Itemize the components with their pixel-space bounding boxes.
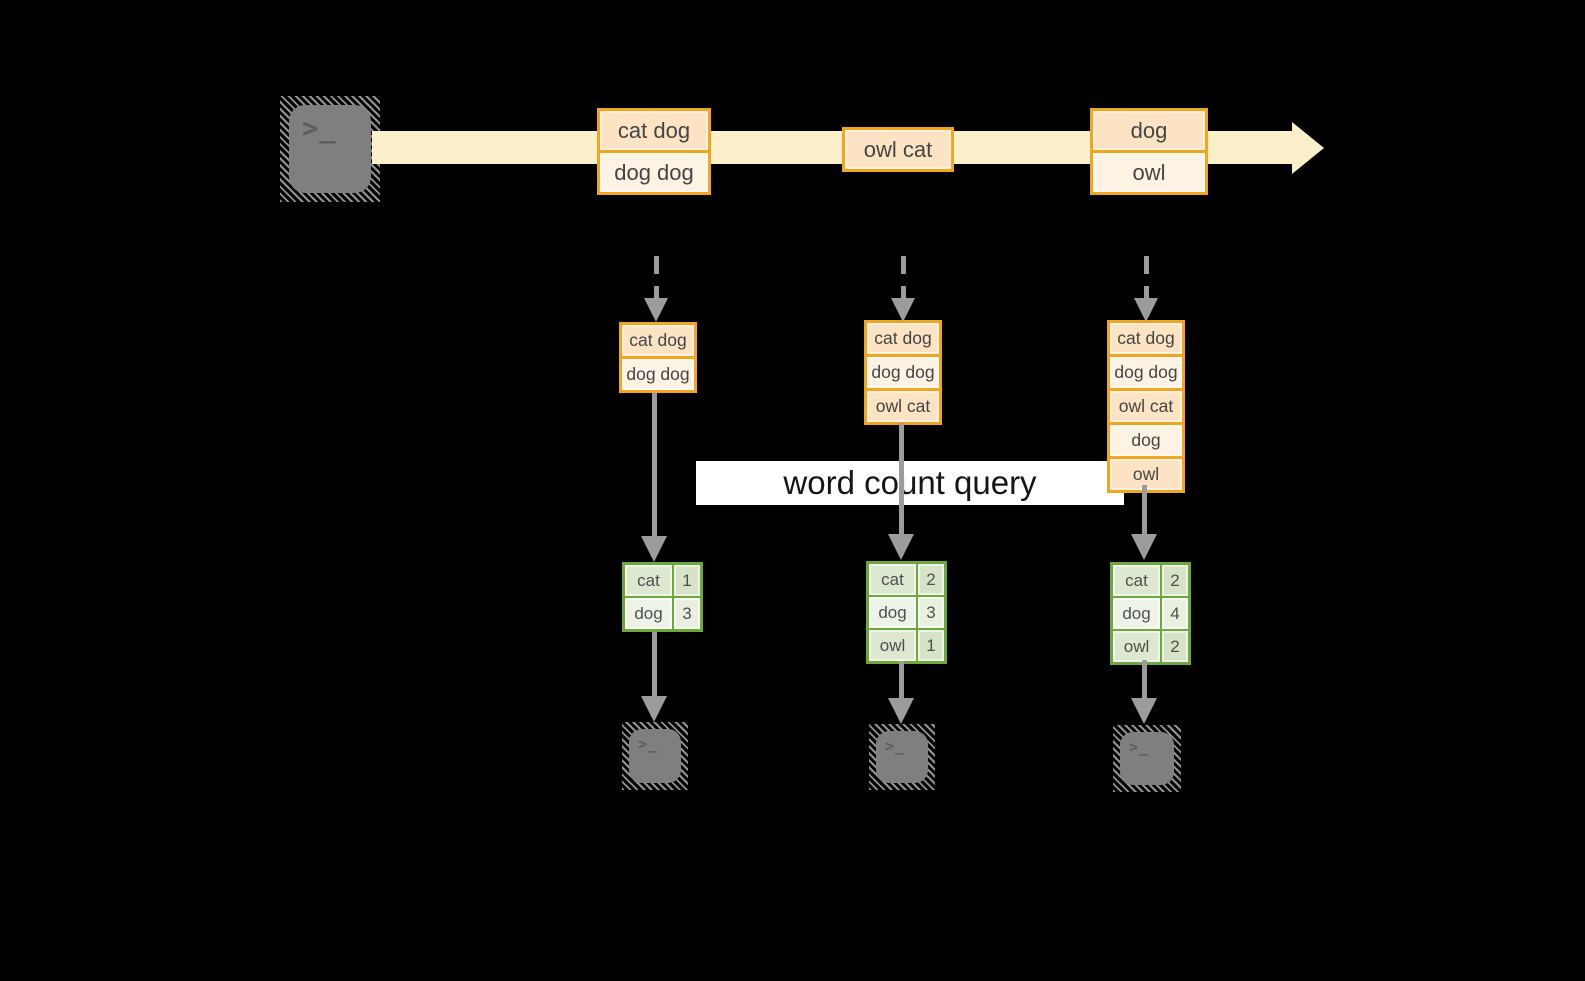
connector-arrowhead-icon bbox=[1131, 534, 1157, 560]
dashed-arrow-line bbox=[654, 256, 659, 298]
count-value-cell: 2 bbox=[1162, 565, 1188, 596]
connector-line bbox=[1142, 485, 1147, 536]
consumer-1-terminal-icon: >_ bbox=[622, 722, 688, 790]
connector-line bbox=[1142, 660, 1147, 698]
log-message: owl cat bbox=[867, 391, 939, 422]
count-word-cell: owl bbox=[1113, 631, 1160, 662]
terminal-screen: >_ bbox=[1120, 732, 1174, 785]
terminal-prompt-icon: >_ bbox=[638, 735, 659, 753]
connector-arrowhead-icon bbox=[888, 698, 914, 724]
log-message: dog dog bbox=[867, 357, 939, 388]
stream-message: dog bbox=[1093, 111, 1205, 150]
connector-line bbox=[899, 423, 904, 536]
log-message: cat dog bbox=[622, 325, 694, 356]
log-message: dog dog bbox=[1110, 357, 1182, 388]
connector-arrowhead-icon bbox=[641, 536, 667, 562]
log-message: cat dog bbox=[867, 323, 939, 354]
count-word-cell: cat bbox=[625, 565, 672, 596]
count-value-cell: 1 bbox=[918, 630, 944, 661]
consumer-2-terminal-icon: >_ bbox=[869, 724, 935, 790]
stream-message: dog dog bbox=[600, 153, 708, 192]
terminal-screen: >_ bbox=[876, 731, 928, 783]
stream-event-batch-1: cat dog dog dog bbox=[597, 108, 711, 195]
count-value-cell: 2 bbox=[918, 564, 944, 595]
word-count-query-banner: word count query bbox=[696, 461, 1124, 505]
count-value-cell: 4 bbox=[1162, 598, 1188, 629]
connector-line bbox=[652, 632, 657, 698]
consumer-1-log-stack: cat dog dog dog bbox=[619, 322, 697, 393]
connector-line bbox=[899, 661, 904, 698]
dashed-arrow-line bbox=[901, 256, 906, 298]
consumer-1-count-table: cat 1 dog 3 bbox=[622, 562, 703, 632]
count-value-cell: 1 bbox=[674, 565, 700, 596]
terminal-prompt-icon: >_ bbox=[1129, 738, 1150, 756]
dashed-arrowhead-icon bbox=[891, 298, 915, 322]
stream-message: owl bbox=[1093, 153, 1205, 192]
count-word-cell: owl bbox=[869, 630, 916, 661]
consumer-3-terminal-icon: >_ bbox=[1113, 725, 1181, 792]
terminal-prompt-icon: >_ bbox=[302, 113, 337, 144]
log-message: owl cat bbox=[1110, 391, 1182, 422]
producer-terminal-icon: >_ bbox=[280, 96, 380, 202]
dashed-arrowhead-icon bbox=[644, 298, 668, 322]
connector-arrowhead-icon bbox=[1131, 698, 1157, 724]
log-message: dog bbox=[1110, 425, 1182, 456]
event-stream-arrowhead-icon bbox=[1292, 122, 1324, 174]
connector-arrowhead-icon bbox=[641, 696, 667, 722]
consumer-2-log-stack: cat dog dog dog owl cat bbox=[864, 320, 942, 425]
count-value-cell: 3 bbox=[918, 597, 944, 628]
count-value-cell: 3 bbox=[674, 598, 700, 629]
consumer-3-count-table: cat 2 dog 4 owl 2 bbox=[1110, 562, 1191, 665]
connector-line bbox=[652, 393, 657, 538]
stream-event-batch-2: owl cat bbox=[842, 127, 954, 172]
dashed-arrowhead-icon bbox=[1134, 298, 1158, 322]
log-message: cat dog bbox=[1110, 323, 1182, 354]
count-word-cell: dog bbox=[625, 598, 672, 629]
count-value-cell: 2 bbox=[1162, 631, 1188, 662]
terminal-prompt-icon: >_ bbox=[885, 737, 906, 755]
stream-message: owl cat bbox=[845, 130, 951, 169]
consumer-2-count-table: cat 2 dog 3 owl 1 bbox=[866, 561, 947, 664]
terminal-screen: >_ bbox=[629, 729, 681, 783]
terminal-screen: >_ bbox=[289, 105, 371, 193]
connector-arrowhead-icon bbox=[888, 534, 914, 560]
count-word-cell: dog bbox=[1113, 598, 1160, 629]
log-message: owl bbox=[1110, 459, 1182, 490]
count-word-cell: cat bbox=[1113, 565, 1160, 596]
count-word-cell: dog bbox=[869, 597, 916, 628]
stream-event-batch-3: dog owl bbox=[1090, 108, 1208, 195]
dashed-arrow-line bbox=[1144, 256, 1149, 298]
stream-message: cat dog bbox=[600, 111, 708, 150]
log-message: dog dog bbox=[622, 359, 694, 390]
count-word-cell: cat bbox=[869, 564, 916, 595]
consumer-3-log-stack: cat dog dog dog owl cat dog owl bbox=[1107, 320, 1185, 493]
